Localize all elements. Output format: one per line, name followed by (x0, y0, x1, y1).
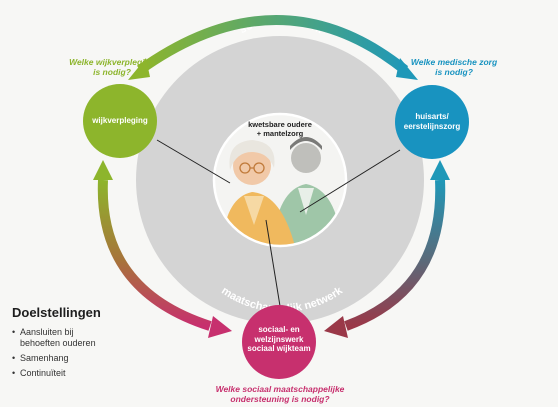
goals-title: Doelstellingen (12, 305, 101, 320)
goal-item: Continuïteit (12, 368, 101, 379)
label-huisarts: huisarts/ eerstelijnszorg (403, 112, 461, 131)
question-huisarts: Welke medische zorg is nodig? (410, 57, 498, 77)
arrowhead-top-left (128, 58, 150, 80)
arrowhead-left-top (93, 160, 113, 180)
arrowhead-left-bottom (208, 316, 232, 338)
question-sociaal: Welke sociaal maatschappelijke ondersteu… (215, 384, 345, 404)
connector-wijkverpleging (156, 139, 231, 184)
label-wijkverpleging: wijkverpleging (92, 116, 148, 125)
connector-huisarts (299, 149, 401, 213)
arrowhead-top-right (396, 58, 418, 80)
goal-item: Samenhang (12, 353, 101, 364)
arrow-left (97, 179, 212, 331)
node-huisarts[interactable] (395, 85, 469, 159)
center-label: kwetsbare oudere + mantelzorg (248, 120, 312, 138)
label-sociaal: sociaal- en welzijnswerk sociaal wijktea… (247, 325, 311, 353)
question-wijkverpleging: Welke wijkverpleging is nodig? (69, 57, 155, 77)
goals-list: Aansluiten bij behoeften ouderen Samenha… (12, 327, 101, 379)
arrowhead-right-bottom (324, 316, 348, 338)
arrowhead-right-top (430, 160, 450, 180)
node-sociaal[interactable] (242, 305, 316, 379)
connector-sociaal (265, 219, 281, 307)
arrow-right (344, 179, 446, 331)
node-wijkverpleging[interactable] (83, 84, 157, 158)
goals-panel: Doelstellingen Aansluiten bij behoeften … (12, 305, 101, 383)
arrow-top (137, 15, 409, 75)
goal-item: Aansluiten bij behoeften ouderen (12, 327, 101, 349)
